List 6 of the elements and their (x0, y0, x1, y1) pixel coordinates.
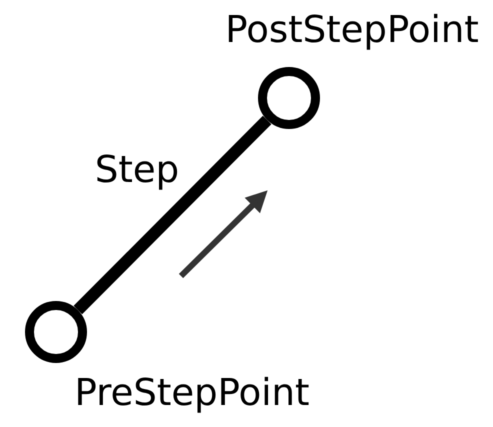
line (74, 116, 272, 314)
point-label: PostStepPoint (228, 14, 478, 50)
point-circle (25, 301, 87, 363)
point-label: PreStepPoint (78, 376, 309, 413)
point-circle (258, 67, 320, 129)
edge-label: Step (94, 154, 180, 191)
